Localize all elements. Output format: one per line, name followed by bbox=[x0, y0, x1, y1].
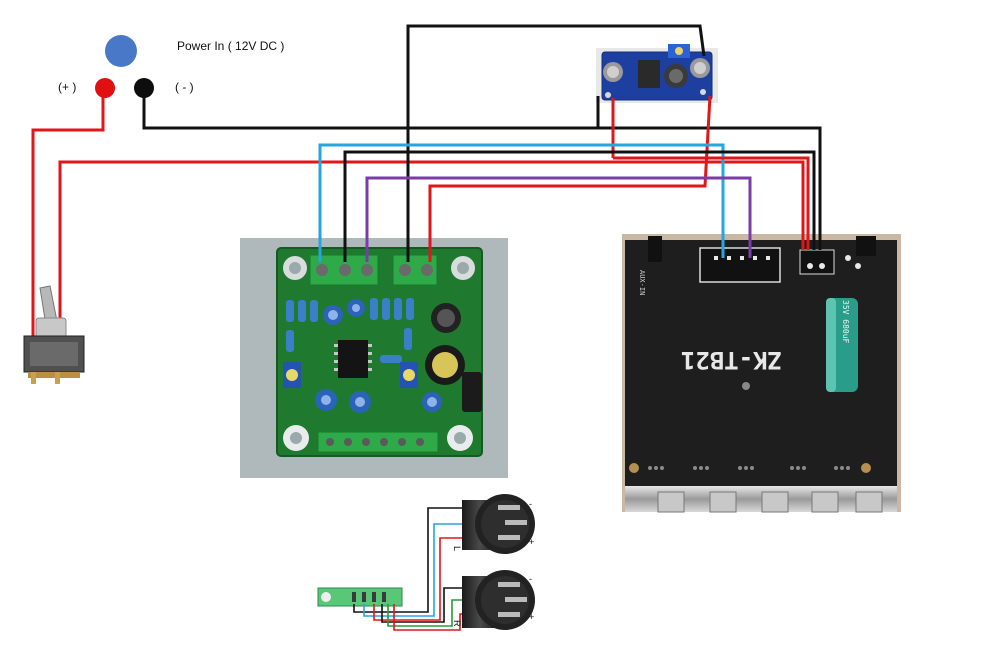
plus-label: (+ ) bbox=[58, 80, 76, 94]
xlr-section: L + - R + - bbox=[317, 494, 535, 631]
xlr-right-label: R bbox=[452, 620, 462, 627]
aux-in-label: AUX-IN bbox=[638, 270, 646, 295]
preamp-board bbox=[240, 238, 508, 478]
minus-label: ( - ) bbox=[175, 80, 194, 94]
preamp-output-header[interactable] bbox=[317, 431, 439, 453]
xlr-connector-icon[interactable] bbox=[462, 570, 535, 630]
power-input: Power In ( 12V DC ) (+ ) ( - ) bbox=[58, 35, 284, 98]
wire-power-positive bbox=[31, 97, 105, 378]
wire-signal-left bbox=[318, 143, 725, 262]
cap-rating-label: 35V 680uF bbox=[841, 300, 850, 344]
toggle-switch-icon[interactable] bbox=[23, 285, 85, 384]
power-in-label: Power In ( 12V DC ) bbox=[177, 39, 284, 53]
amp-knobs[interactable] bbox=[625, 486, 897, 513]
amplifier-board: AUX-IN ZK-TB21 35V 680uF bbox=[622, 234, 901, 513]
power-indicator-icon bbox=[105, 35, 137, 67]
wire-signal-right bbox=[365, 176, 752, 262]
amp-input-header[interactable] bbox=[699, 247, 781, 283]
wire-power-negative bbox=[142, 97, 822, 250]
amp-model-label: ZK-TB21 bbox=[681, 346, 782, 374]
wires bbox=[31, 24, 822, 378]
xlr-left-label: L bbox=[452, 546, 462, 551]
output-header-board[interactable] bbox=[317, 587, 403, 607]
wire-amp-positive bbox=[613, 156, 810, 250]
xlr-connector-icon[interactable] bbox=[462, 494, 535, 554]
amp-power-header[interactable] bbox=[799, 249, 835, 275]
wire-switch-to-amp bbox=[58, 160, 805, 378]
buck-converter bbox=[596, 44, 718, 103]
negative-terminal[interactable] bbox=[134, 78, 154, 98]
xlr-right-plus: + bbox=[529, 612, 534, 622]
wire-signal-ground bbox=[343, 150, 816, 262]
xlr-right-minus: - bbox=[529, 574, 532, 584]
xlr-left-plus: + bbox=[529, 537, 534, 547]
positive-terminal[interactable] bbox=[95, 78, 115, 98]
xlr-left-minus: - bbox=[529, 499, 532, 509]
wire-buck-out-to-preamp bbox=[428, 95, 712, 262]
